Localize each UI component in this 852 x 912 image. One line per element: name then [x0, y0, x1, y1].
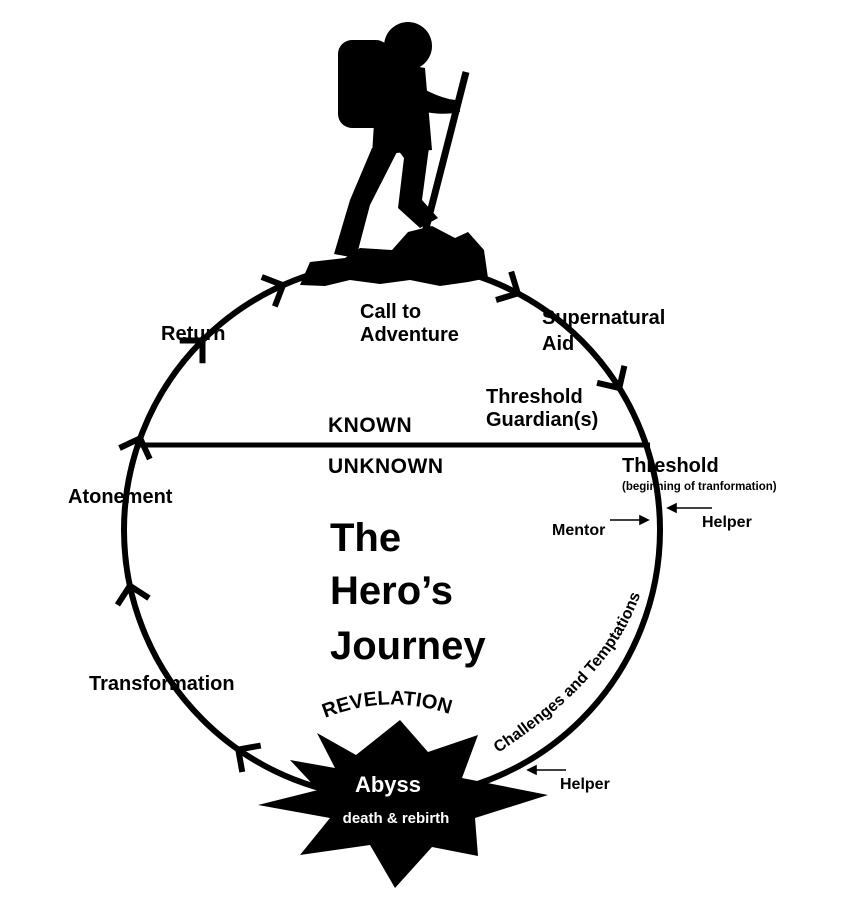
- call-to-adventure-label-line-1: Call to: [360, 301, 421, 323]
- page-title-line-3: Journey: [330, 624, 486, 668]
- call-to-adventure-label-line-2: Adventure: [360, 324, 459, 346]
- hiker-arm: [402, 80, 460, 114]
- direction-arrow-icon: [596, 365, 628, 392]
- direction-arrow-icon: [234, 742, 262, 773]
- hiker-torso: [372, 60, 432, 155]
- abyss-label: Abyss: [355, 772, 421, 797]
- transformation-label: Transformation: [89, 673, 235, 695]
- known-label: KNOWN: [328, 414, 412, 437]
- direction-arrow-icon: [260, 274, 287, 308]
- hiker-leg-front: [392, 140, 438, 228]
- helper-pointers: [526, 502, 712, 776]
- hiker-leg-back: [334, 146, 400, 258]
- hiker-head: [384, 22, 432, 70]
- rock-pile: [300, 226, 488, 286]
- page-title-line-2: Hero’s: [330, 569, 453, 613]
- mentor-label: Mentor: [552, 522, 605, 539]
- atonement-label: Atonement: [68, 486, 173, 508]
- page-title-line-1: The: [330, 516, 401, 560]
- direction-arrow-icon: [114, 581, 151, 607]
- threshold-note: (beginning of tranformation): [622, 481, 777, 493]
- direction-arrow-icon: [118, 434, 153, 461]
- abyss-sub-label: death & rebirth: [343, 810, 450, 827]
- direction-arrow-icon: [179, 337, 206, 364]
- revelation-label: REVELATION: [319, 687, 454, 722]
- threshold-label: Threshold: [622, 455, 719, 477]
- supernatural-aid-label-line-1: Supernatural: [542, 307, 665, 329]
- unknown-label: UNKNOWN: [328, 455, 443, 478]
- supernatural-aid-label-line-2: Aid: [542, 333, 574, 355]
- return-label: Return: [161, 323, 225, 345]
- threshold-guardian-label-line-2: Guardian(s): [486, 409, 598, 431]
- revelation-path-text: REVELATION: [319, 687, 454, 722]
- direction-arrow-icon: [495, 270, 522, 303]
- helper-bottom-label: Helper: [560, 776, 610, 793]
- hiker-silhouette: [300, 22, 488, 286]
- mentor-pointer-head: [639, 514, 650, 526]
- helper-bottom-pointer-head: [526, 764, 537, 776]
- threshold-guardian-label-line-1: Threshold: [486, 386, 583, 408]
- helper-top-pointer-head: [666, 502, 677, 514]
- helper-top-label: Helper: [702, 514, 752, 531]
- abyss-starburst: [258, 720, 548, 888]
